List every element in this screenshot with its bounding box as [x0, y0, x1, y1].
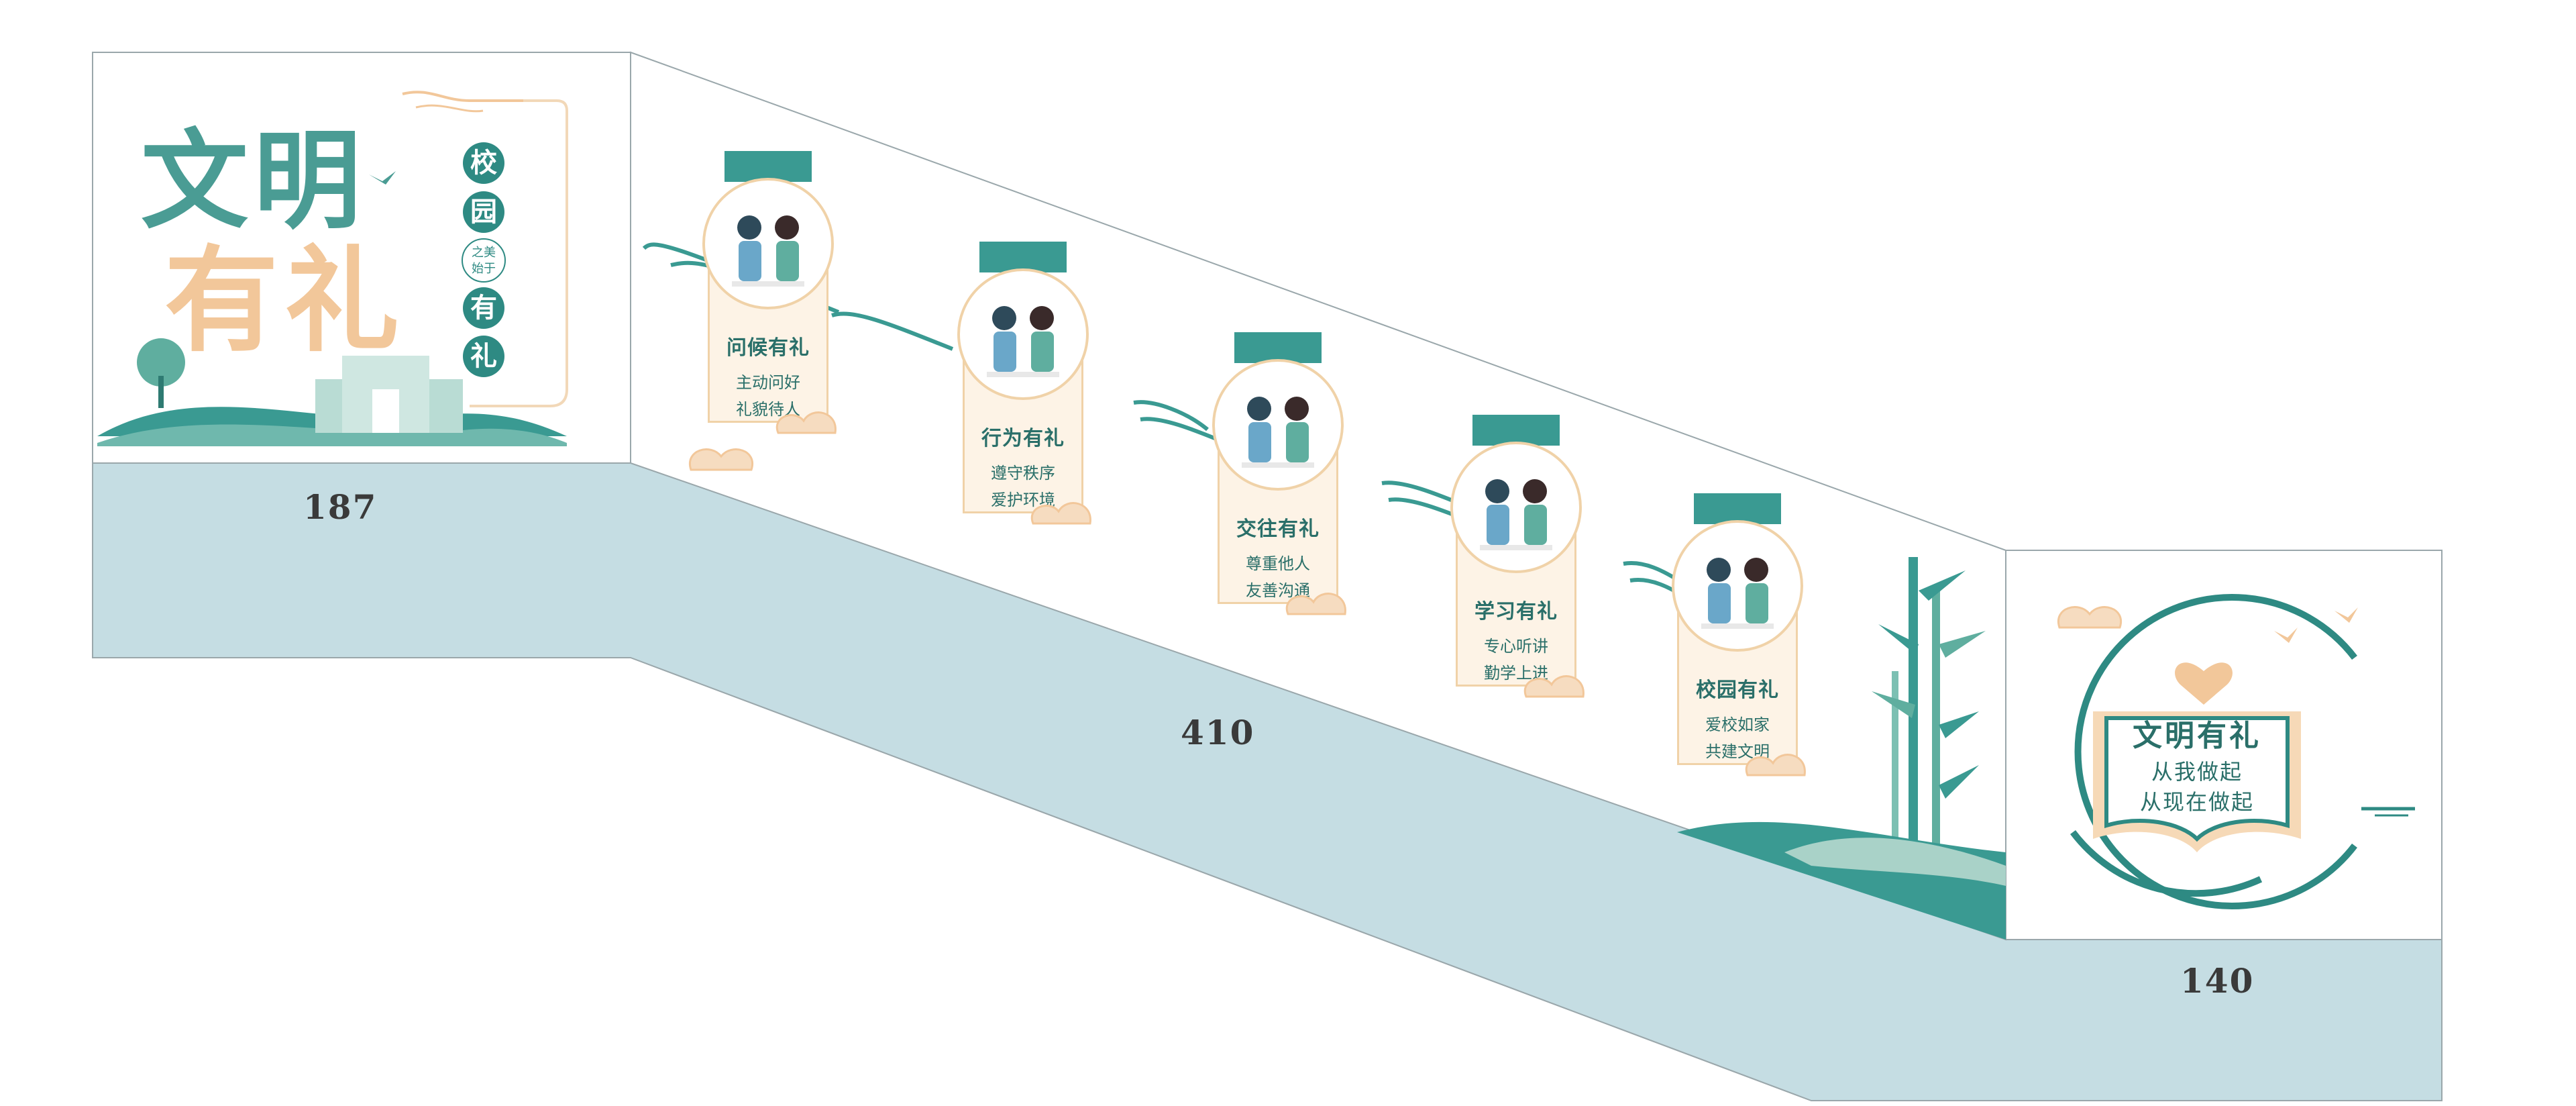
card-line-1: 尊重他人	[1246, 554, 1310, 573]
lower-wall-band	[93, 463, 2442, 1101]
card-4: 学习有礼专心听讲勤学上进	[1450, 415, 1585, 764]
badge-zhimei-shiyu: 之美 始于	[462, 238, 506, 283]
card-3: 交往有礼尊重他人友善沟通	[1212, 332, 1346, 681]
left-panel-bg	[92, 52, 631, 464]
trash-bin-person-icon	[957, 268, 1089, 400]
card-1: 问候有礼主动问好礼貌待人	[702, 151, 837, 500]
card-header-block	[1472, 415, 1560, 446]
dimension-middle: 410	[1181, 713, 1255, 752]
wall-outline	[92, 463, 2443, 1101]
school-building-icon	[1672, 520, 1803, 652]
left-panel-decor	[97, 91, 568, 446]
card-line-1: 遵守秩序	[991, 464, 1055, 483]
card-line-1: 专心听讲	[1484, 637, 1548, 656]
right-panel-decor	[2070, 594, 2415, 909]
cloud-icon	[1745, 754, 1806, 776]
left-title-line2: 有礼	[164, 234, 407, 368]
dimension-left: 187	[303, 487, 378, 527]
card-header-block	[979, 242, 1067, 272]
badge-you: 有	[463, 287, 504, 329]
cloud-icon	[1523, 675, 1585, 698]
greeting-people-icon	[702, 178, 834, 309]
card-header-block	[1234, 332, 1322, 363]
card-2: 行为有礼遵守秩序爱护环境	[957, 242, 1091, 591]
dimension-right: 140	[2180, 961, 2255, 1001]
card-line-1: 爱校如家	[1705, 715, 1770, 734]
bamboo-decor	[1872, 557, 1986, 859]
badge-xiao: 校	[463, 142, 504, 184]
left-title-line1: 文明	[141, 117, 367, 244]
card-title: 学习有礼	[1474, 600, 1558, 623]
badge-small-line2: 始于	[472, 262, 496, 276]
card-line-1: 主动问好	[736, 373, 800, 392]
badge-small-line1: 之美	[472, 246, 496, 260]
card-title: 校园有礼	[1696, 678, 1779, 702]
badge-yuan: 园	[463, 191, 504, 233]
card-title: 交往有礼	[1236, 517, 1320, 541]
right-line1: 从我做起	[2151, 759, 2243, 785]
cloud-icon	[775, 411, 837, 434]
cloud-icon	[1030, 502, 1091, 525]
card-header-block	[1694, 493, 1781, 524]
right-line2: 从现在做起	[2139, 789, 2254, 815]
cloud-icon	[1285, 593, 1346, 615]
middle-hills-light	[1784, 838, 2006, 886]
card-title: 行为有礼	[981, 427, 1065, 450]
card-header-block	[724, 151, 812, 182]
badge-li: 礼	[463, 336, 504, 377]
two-people-talking-icon	[1212, 359, 1344, 491]
cloud-decor	[688, 448, 2123, 629]
student-desk-icon	[1450, 442, 1582, 573]
card-5: 校园有礼爱校如家共建文明	[1672, 493, 1806, 842]
card-title: 问候有礼	[727, 336, 810, 360]
right-title: 文明有礼	[2133, 719, 2261, 753]
